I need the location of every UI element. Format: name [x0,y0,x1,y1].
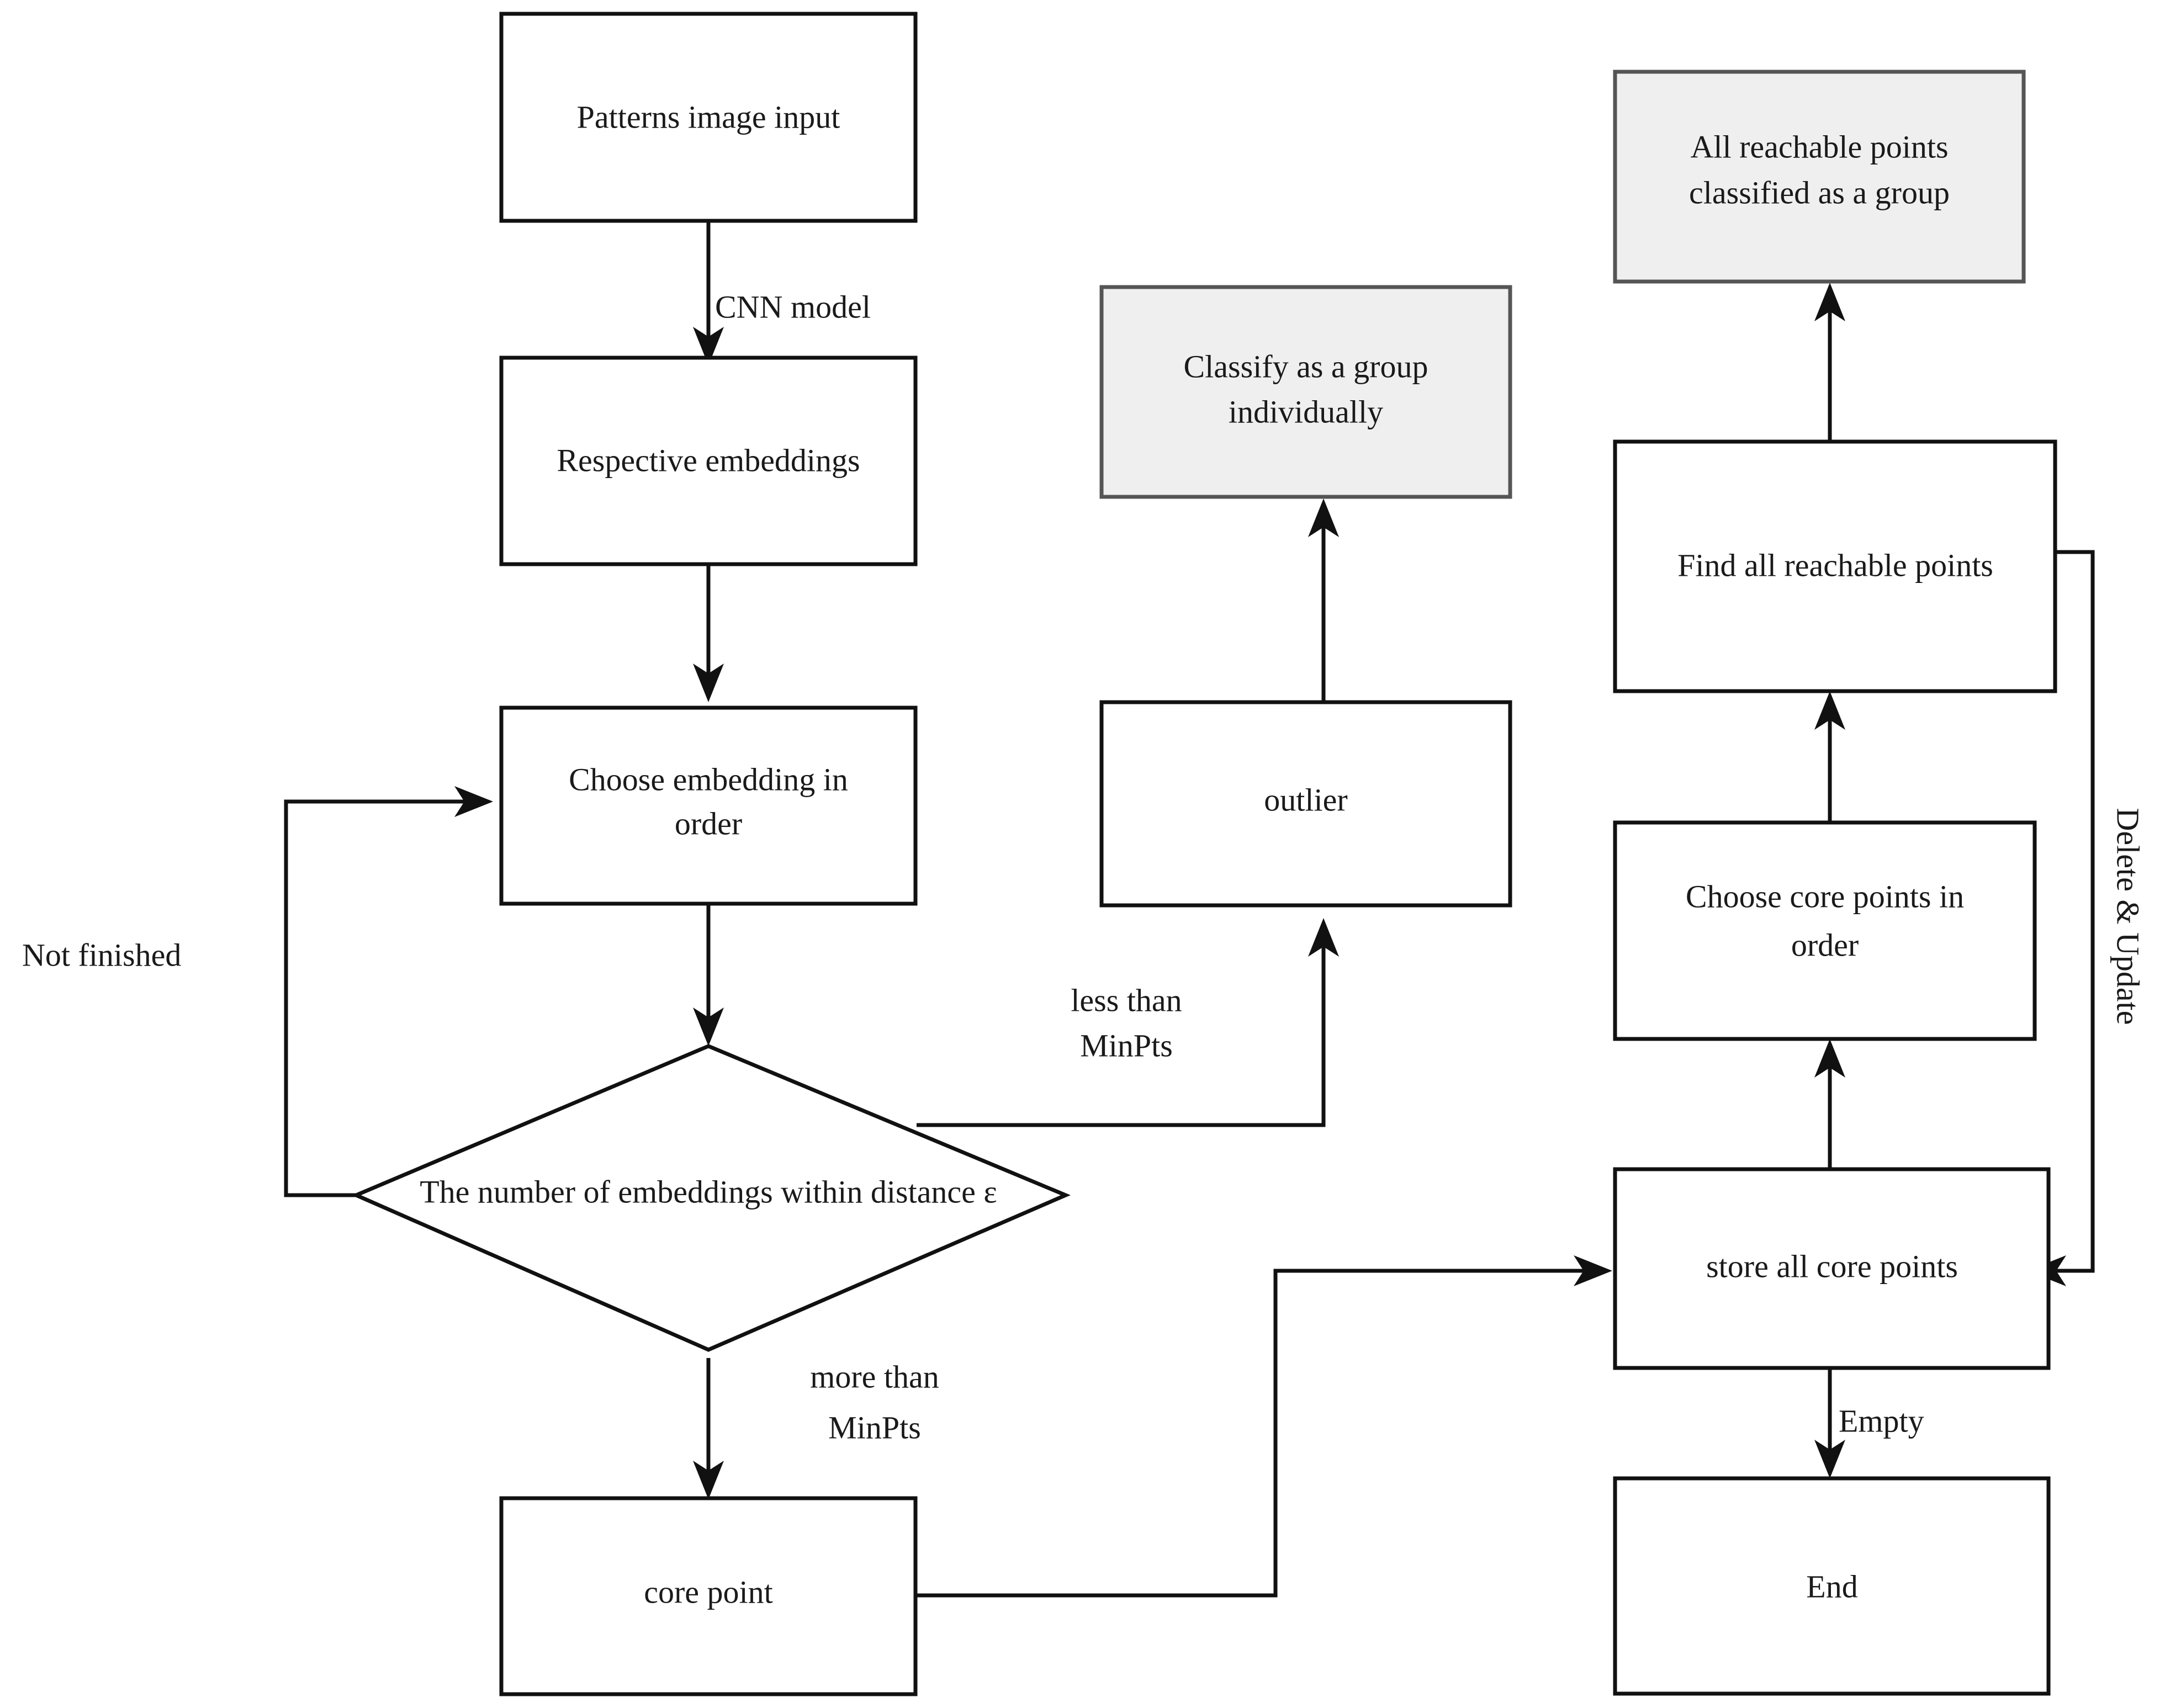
edge-decision-to-corepoint [693,1358,724,1499]
edge-label-empty-text: Empty [1839,1403,1924,1439]
edge-label-less-than-minpts: less than MinPts [1071,982,1182,1063]
edge-label-not-finished-text: Not finished [22,937,181,973]
edge-embeddings-to-choose [693,564,724,702]
edge-find-to-all-reachable [1814,283,1845,442]
edge-store-to-choose-core [1814,1039,1845,1184]
node-label-respective-embeddings: Respective embeddings [557,442,860,478]
edge-store-to-end [1814,1368,1845,1478]
edge-label-not-finished: Not finished [22,937,181,973]
node-label-find-all-reachable: Find all reachable points [1677,547,1993,583]
node-label-classify-line1: Classify as a group [1184,348,1428,384]
node-label-patterns-image-input: Patterns image input [577,99,840,135]
edge-choose-core-to-find [1814,691,1845,823]
edge-label-delete-update: Delete & Update [2110,808,2146,1025]
node-classify-as-group-individually[interactable]: Classify as a group individually [1099,285,1512,499]
node-store-all-core-points[interactable]: store all core points [1613,1167,2051,1370]
edge-label-cnn-model: CNN model [715,289,871,325]
node-label-outlier: outlier [1264,782,1347,818]
node-label-store-all-core-points: store all core points [1706,1248,1958,1284]
node-choose-embedding-in-order[interactable]: Choose embedding in order [499,706,918,906]
node-label-choose-core-line2: order [1791,927,1859,963]
node-all-reachable-points-classified[interactable]: All reachable points classified as a gro… [1613,70,2026,284]
edge-label-less-than-line1: less than [1071,982,1182,1018]
edge-label-less-than-line2: MinPts [1080,1027,1173,1063]
edge-choose-to-decision [693,904,724,1046]
node-label-choose-embedding-line1: Choose embedding in [569,761,848,797]
node-label-all-reachable-line2: classified as a group [1689,174,1950,210]
node-respective-embeddings[interactable]: Respective embeddings [499,356,918,566]
edge-label-more-than-minpts: more than MinPts [810,1359,939,1445]
node-find-all-reachable-points[interactable]: Find all reachable points [1613,439,2057,693]
node-core-point[interactable]: core point [499,1496,918,1696]
node-outlier[interactable]: outlier [1099,700,1512,908]
edge-corepoint-to-store [917,1255,1612,1598]
edge-label-cnn-model-text: CNN model [715,289,871,325]
edge-label-empty: Empty [1839,1403,1924,1439]
edge-decision-to-outlier [917,918,1339,1127]
node-label-end: End [1806,1568,1857,1604]
node-decision-number-of-embeddings[interactable]: The number of embeddings within distance… [351,1044,1071,1352]
node-label-choose-embedding-line2: order [675,805,742,841]
edge-label-more-than-line2: MinPts [828,1409,921,1445]
node-label-core-point: core point [644,1574,773,1610]
node-end[interactable]: End [1613,1476,2051,1696]
node-label-classify-line2: individually [1229,394,1383,429]
edge-input-to-embeddings [693,221,724,365]
node-label-decision-distance: The number of embeddings within distance… [420,1174,997,1210]
node-choose-core-points-in-order[interactable]: Choose core points in order [1613,820,2037,1041]
edge-decision-not-finished-loop [284,786,493,1197]
node-patterns-image-input[interactable]: Patterns image input [499,12,918,223]
edge-label-delete-update-text: Delete & Update [2110,808,2146,1025]
edge-label-more-than-line1: more than [810,1359,939,1394]
node-label-choose-core-line1: Choose core points in [1686,878,1964,914]
node-label-all-reachable-line1: All reachable points [1690,129,1948,165]
